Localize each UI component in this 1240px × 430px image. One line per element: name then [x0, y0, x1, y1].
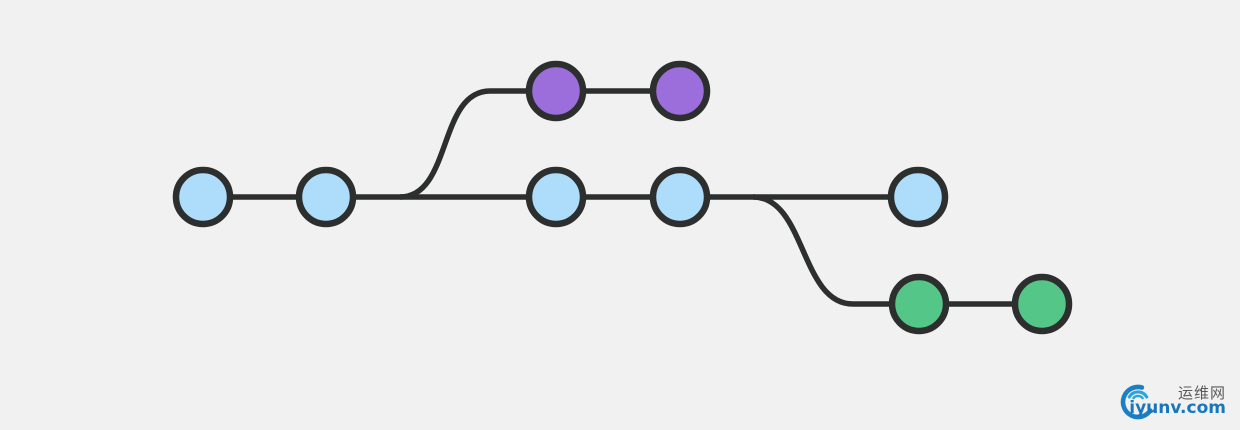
logo-outer-arc — [1120, 384, 1153, 420]
logo-middle-arc — [1127, 390, 1149, 399]
commit-node-branch-bottom-1 — [888, 273, 950, 335]
commit-node-main-5 — [887, 166, 949, 228]
commit-node-branch-top-2 — [649, 60, 711, 122]
branch-bottom-fork-curve — [752, 194, 919, 307]
commit-node-main-4 — [649, 166, 711, 228]
commit-node-branch-bottom-2 — [1011, 273, 1073, 335]
commit-node-branch-top-1 — [525, 60, 587, 122]
iyunv-logo-icon — [1120, 384, 1153, 420]
commit-node-main-1 — [172, 166, 234, 228]
branch-top-fork-curve — [399, 88, 556, 200]
logo-inner-arc — [1132, 394, 1144, 400]
watermark: 运维网 iyunv.com — [1120, 376, 1228, 422]
commit-node-main-3 — [525, 166, 587, 228]
watermark-site-url: iyunv.com — [1129, 398, 1226, 418]
commit-node-main-2 — [295, 166, 357, 228]
watermark-site-name: 运维网 — [1177, 384, 1226, 402]
